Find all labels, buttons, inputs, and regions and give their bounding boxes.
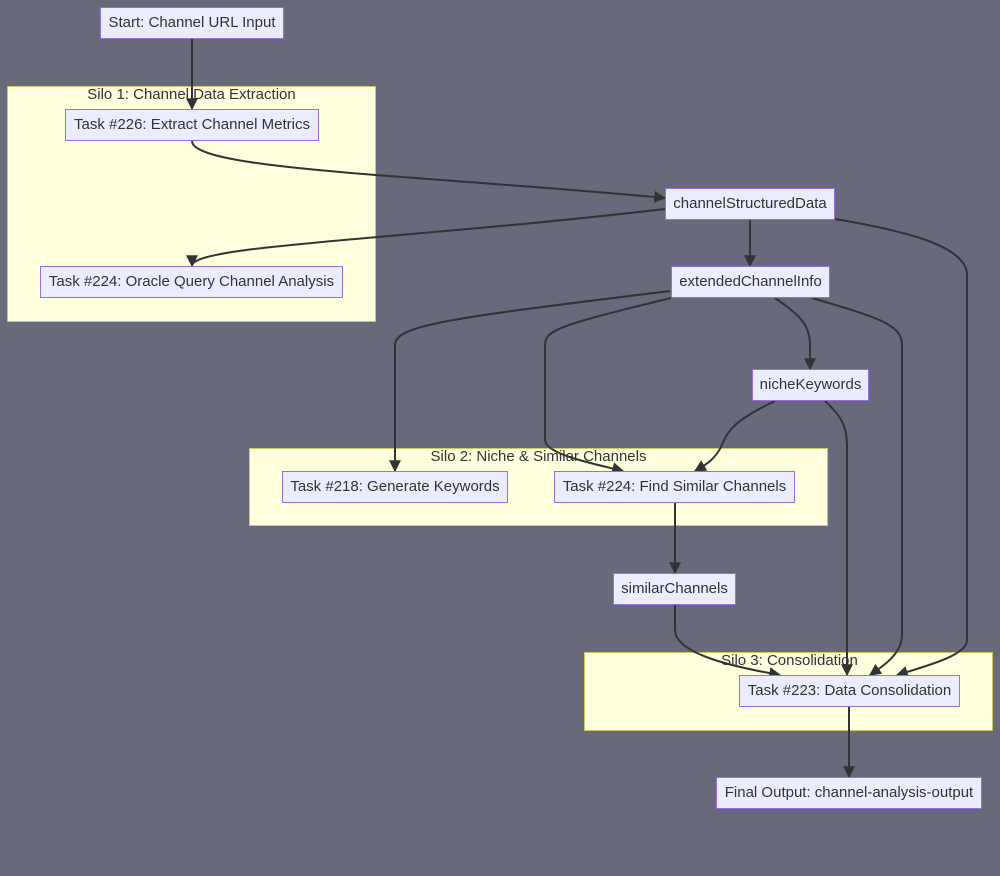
similar-channels-node: similarChannels	[613, 573, 736, 605]
edge-extendedchannelinfo-task218	[389, 290, 671, 473]
edge-channelstructureddata-task223	[834, 218, 968, 678]
edge-nichekeywords-task223	[824, 400, 853, 677]
channel-structured-data-node: channelStructuredData	[665, 188, 835, 220]
silo3-title: Silo 3: Consolidation	[721, 652, 858, 669]
final-output-node: Final Output: channel-analysis-output	[716, 777, 982, 809]
task218-node: Task #218: Generate Keywords	[282, 471, 508, 503]
edge-similarchannels-task223	[674, 604, 782, 680]
edge-extendedchannelinfo-nichekeywords	[774, 297, 816, 371]
edge-channelstructureddata-task224-oracle	[186, 208, 666, 268]
task224-similar-node: Task #224: Find Similar Channels	[554, 471, 795, 503]
edge-task226-channelstructureddata	[191, 140, 667, 203]
task226-node: Task #226: Extract Channel Metrics	[65, 109, 319, 141]
edge-extendedchannelinfo-task224-similar	[544, 297, 672, 475]
start-node: Start: Channel URL Input	[100, 7, 284, 39]
niche-keywords-node: nicheKeywords	[752, 369, 869, 401]
task223-node: Task #223: Data Consolidation	[739, 675, 960, 707]
edge-nichekeywords-task224-similar	[693, 400, 776, 472]
extended-channel-info-node: extendedChannelInfo	[671, 266, 830, 298]
silo2-title: Silo 2: Niche & Similar Channels	[430, 448, 647, 465]
edge-extendedchannelinfo-task223	[811, 297, 903, 676]
task224-oracle-node: Task #224: Oracle Query Channel Analysis	[40, 266, 343, 298]
